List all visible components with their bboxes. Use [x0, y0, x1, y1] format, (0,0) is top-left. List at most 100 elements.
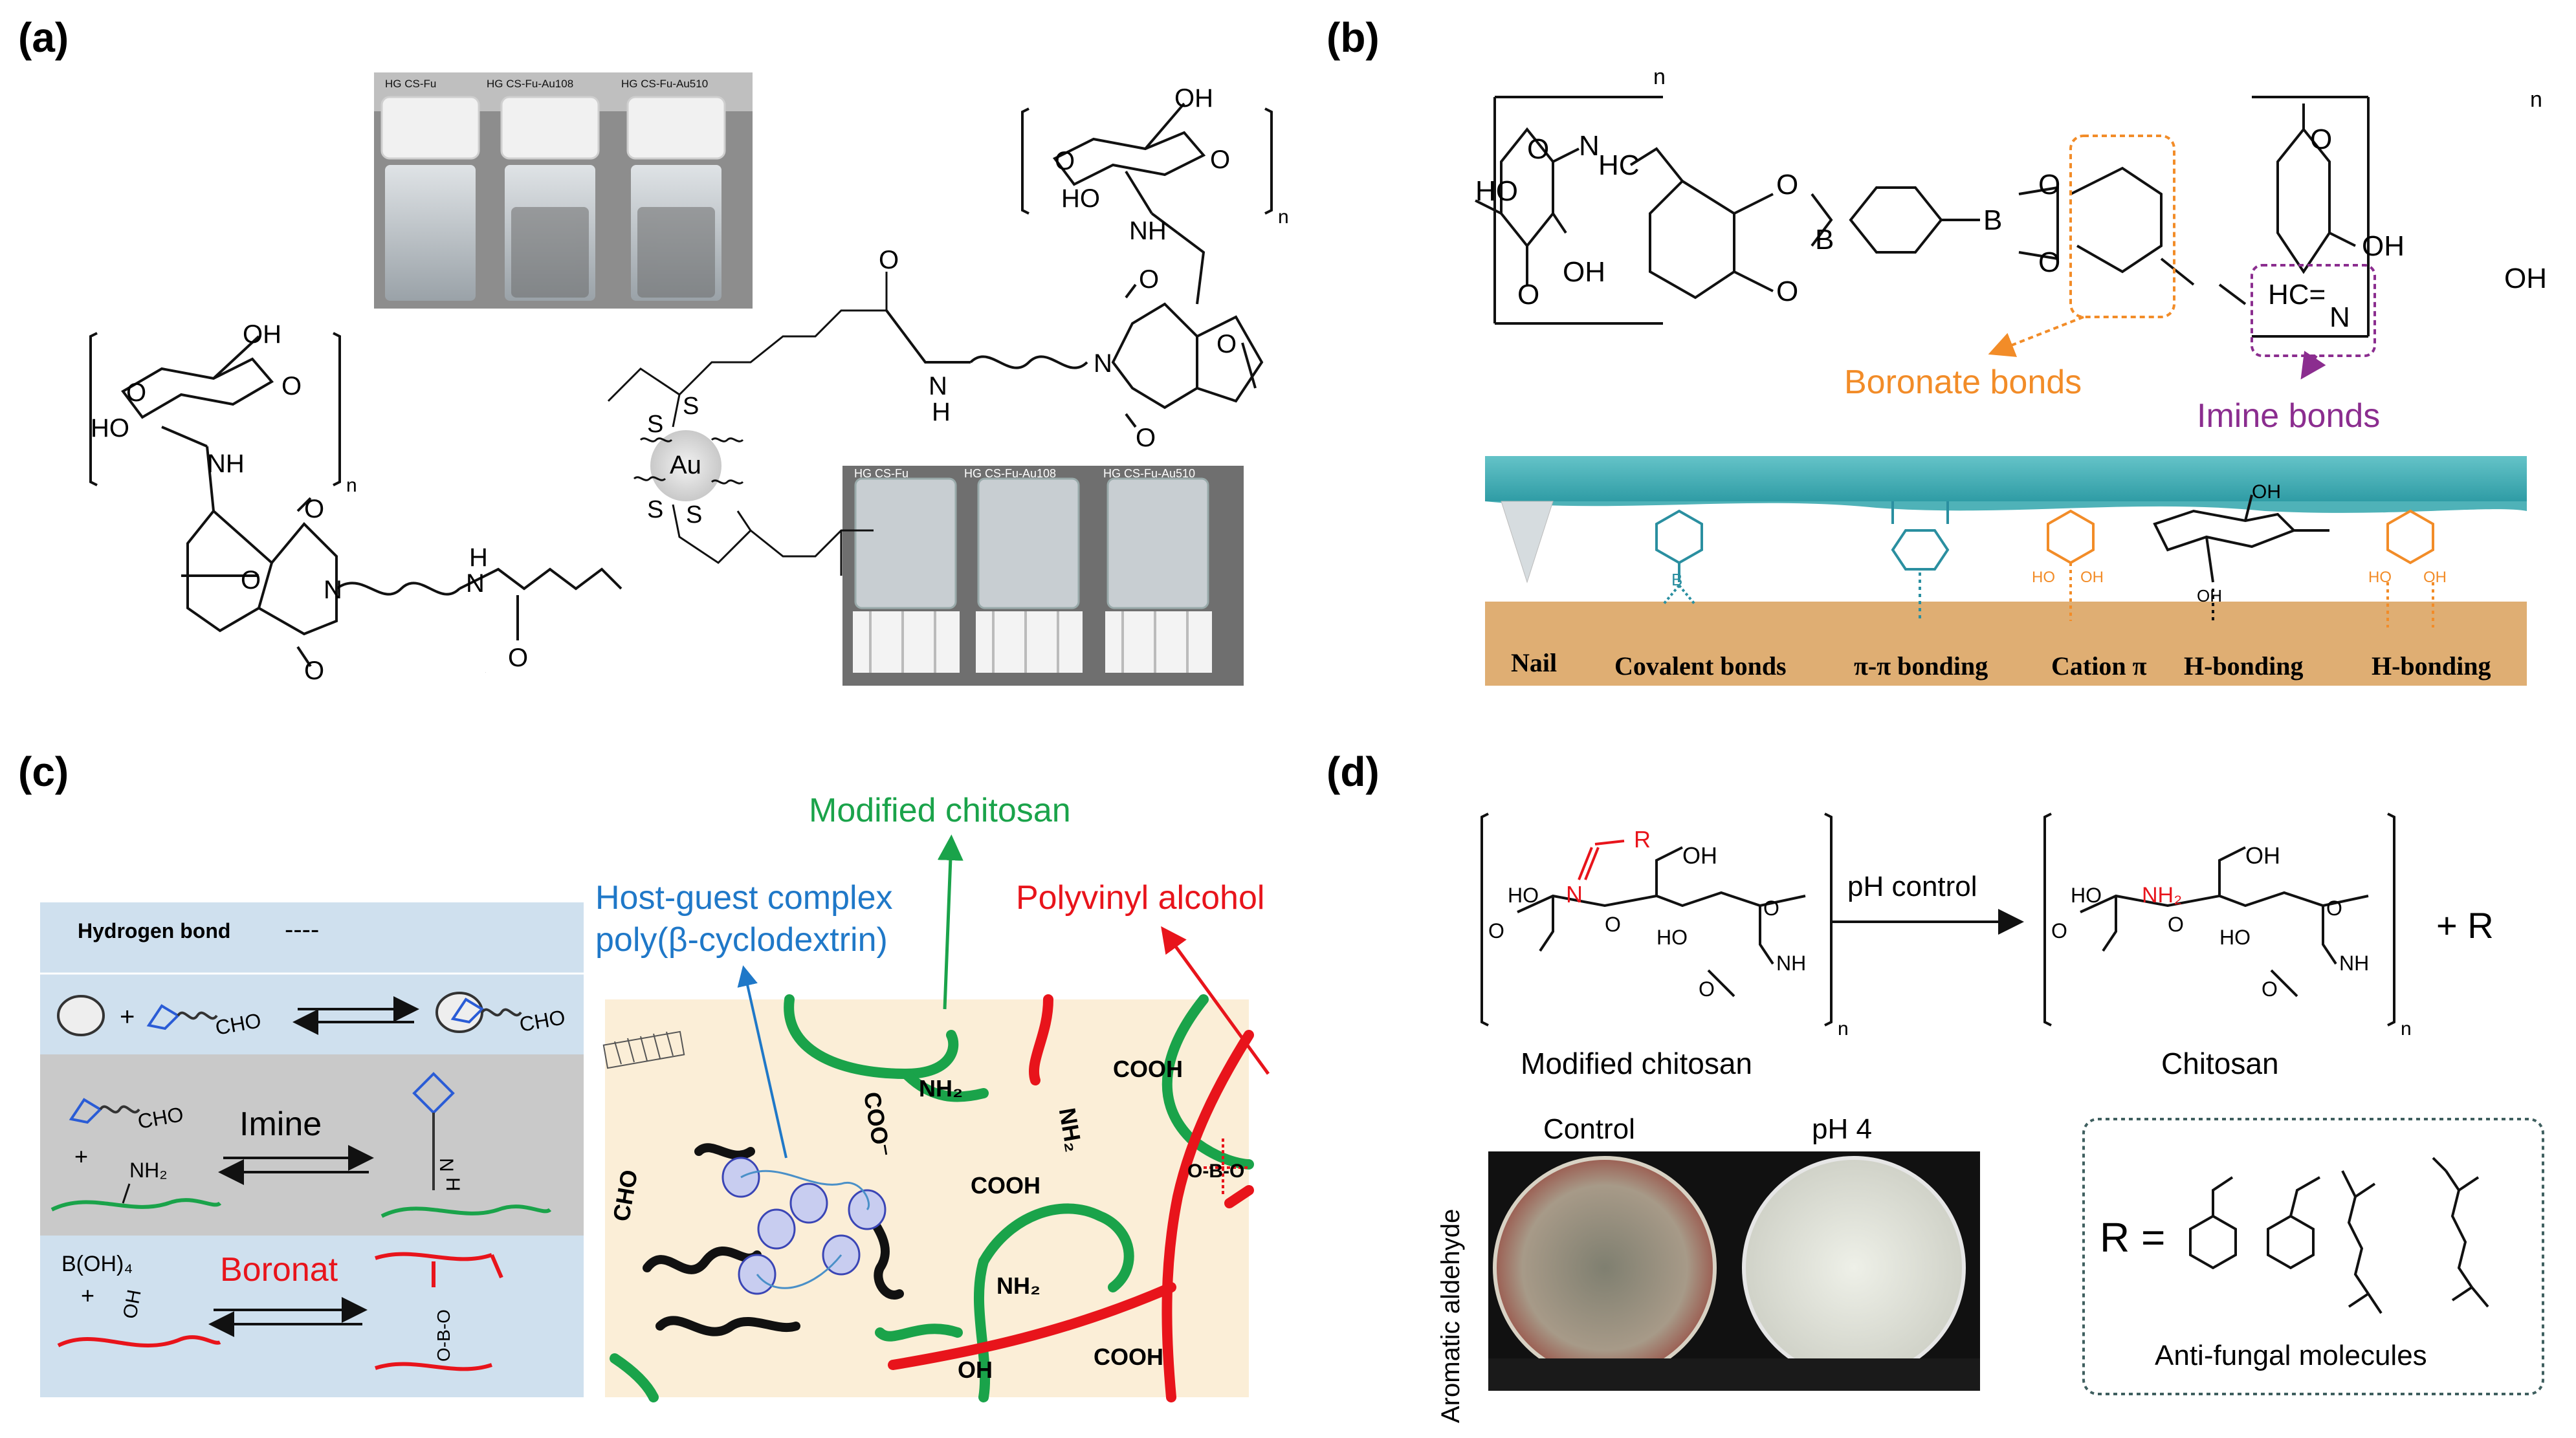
b-o-7: O [2310, 124, 2332, 155]
anti-fungal-box [2082, 1118, 2544, 1395]
d-n-sub-2: n [2401, 1018, 2412, 1040]
d-r-left: R [1634, 826, 1651, 853]
chitosan-unit-right [1021, 102, 1273, 234]
photo-bottom-vials: HG CS-Fu HG CS-Fu-Au108 HG CS-Fu-Au510 [842, 466, 1244, 686]
arrow-host-guest [737, 965, 787, 1159]
b-small-ho-2: HO [2368, 569, 2392, 586]
a-o-7: O [879, 246, 899, 274]
d-ho-2: HO [1657, 926, 1688, 949]
a-o-12: O [1055, 147, 1075, 175]
b-b-2: B [1983, 204, 2002, 236]
linker-right [885, 232, 1264, 428]
b-small-oh-3: OH [2252, 481, 2281, 503]
a-n-4: N [1094, 349, 1112, 378]
interaction-label-pi-pi: π-π bonding [1854, 651, 1988, 681]
callout-modified-chitosan: Modified chitosan [809, 792, 1071, 829]
d-ho-4: HO [2219, 926, 2251, 949]
panel-label-a: (a) [18, 14, 69, 61]
chitosan-unit-left [89, 332, 341, 512]
boronate-bonds-label: Boronate bonds [1844, 364, 2082, 401]
panel-label-b: (b) [1327, 14, 1380, 61]
d-o-6: O [2168, 913, 2184, 936]
petri-ph4 [1742, 1156, 1966, 1380]
d-oh-2: OH [2245, 842, 2280, 869]
boronate-highlight-box [2069, 135, 2175, 318]
d-o-3: O [1763, 897, 1779, 920]
arrow-modified-chitosan [937, 834, 963, 1010]
a-au: Au [670, 451, 701, 479]
net-obo: O-B-O [1187, 1160, 1244, 1182]
b-hc-2: HC= [2268, 279, 2326, 310]
gold-nanoparticle: Au S S S S O O [485, 246, 899, 673]
anti-fungal-caption: Anti-fungal molecules [2155, 1340, 2427, 1371]
callout-pva: Polyvinyl alcohol [1016, 879, 1264, 917]
d-o-8: O [2262, 977, 2278, 1001]
a-o-6: O [508, 644, 528, 672]
b-b-1: B [1815, 224, 1834, 256]
b-n-1: N [1579, 130, 1600, 162]
legend-hbond-symbol: ---- [285, 915, 319, 944]
a-o-13: O [1210, 146, 1230, 174]
b-oh-2: OH [2362, 230, 2405, 262]
legend-obo: O-B-O [434, 1309, 454, 1362]
panel-b: HO O N HC OH O n O O B B O O HC= N O OH … [1475, 65, 2547, 686]
b-o-6: O [2038, 246, 2060, 278]
d-nh-2: NH [2339, 952, 2369, 975]
a-n-3: N [929, 372, 947, 400]
adhesion-illustration: B HO OH HO OH [1485, 456, 2527, 686]
b-small-b: B [1671, 570, 1682, 589]
a-n-2: N [466, 569, 485, 598]
b-small-oh-2: OH [2423, 569, 2447, 586]
c-legend: Hydrogen bond ---- + CHO CHO CHO + NH₂ I… [40, 902, 584, 1397]
b-o-1: O [1527, 133, 1549, 165]
a-o-3: O [304, 495, 324, 523]
interaction-label-h-bonding-2: H-bonding [2372, 651, 2491, 681]
net-cooh-1: COOH [1113, 1056, 1183, 1082]
boronate-pointer [1988, 316, 2084, 357]
petri-control [1493, 1156, 1717, 1380]
panel-a: HG CS-Fu HG CS-Fu-Au108 HG CS-Fu-Au510 [89, 72, 1289, 686]
photo-top-label-3: HG CS-Fu-Au510 [621, 78, 708, 90]
a-n-sub-1: n [346, 475, 357, 496]
b-small-oh-4: OH [2197, 586, 2222, 605]
b-o-5: O [2038, 169, 2060, 201]
photo-bottom-label-2: HG CS-Fu-Au108 [964, 467, 1056, 480]
net-cooh-2: COOH [971, 1172, 1040, 1199]
photo-top-label-1: HG CS-Fu [385, 78, 436, 90]
legend-boh4: B(OH)₄ [61, 1252, 133, 1276]
d-caption-chitosan: Chitosan [2161, 1047, 2279, 1080]
d-o-1: O [1488, 919, 1504, 942]
panel-c: Hydrogen bond ---- + CHO CHO CHO + NH₂ I… [40, 792, 1270, 1402]
a-s-2: S [683, 393, 699, 420]
side-label-aromatic-aldehyde: Aromatic aldehyde [1437, 1209, 1465, 1423]
legend-boronat-label: Boronat [220, 1251, 338, 1289]
legend-imine-label: Imine [239, 1106, 322, 1143]
ph-control-label: pH control [1847, 871, 1977, 902]
interaction-label-nail: Nail [1511, 648, 1557, 677]
d-chitosan-structure [2043, 812, 2395, 1027]
a-oh-2: OH [1174, 84, 1213, 113]
net-cooh-3: COOH [1094, 1344, 1163, 1370]
imine-pointer [2300, 351, 2326, 380]
d-o-4: O [1699, 977, 1715, 1001]
d-n-sub-1: n [1838, 1018, 1849, 1040]
furan-maleimide-left [181, 497, 622, 668]
arrow-pva [1161, 926, 1270, 1075]
legend-plus-1: + [120, 1003, 135, 1031]
a-s-1: S [647, 411, 663, 438]
net-nh2-1: NH₂ [919, 1075, 963, 1102]
d-imine-red [1578, 840, 1625, 880]
d-o-7: O [2326, 897, 2342, 920]
a-s-4: S [686, 501, 702, 528]
photo-title-control: Control [1543, 1113, 1635, 1145]
legend-hydrogen-bond: Hydrogen bond [78, 919, 230, 942]
callout-host-guest: Host-guest complex [595, 879, 893, 917]
d-n-left: N [1566, 881, 1583, 908]
b-n-sub-1: n [1653, 65, 1666, 89]
photo-bottom-label-1: HG CS-Fu [854, 467, 908, 480]
a-ho-2: HO [1061, 184, 1100, 213]
d-ho-1: HO [1508, 884, 1539, 907]
b-n-sub-2: n [2530, 87, 2542, 112]
a-o-10: O [1136, 424, 1156, 452]
a-n-sub-2: n [1278, 206, 1289, 228]
